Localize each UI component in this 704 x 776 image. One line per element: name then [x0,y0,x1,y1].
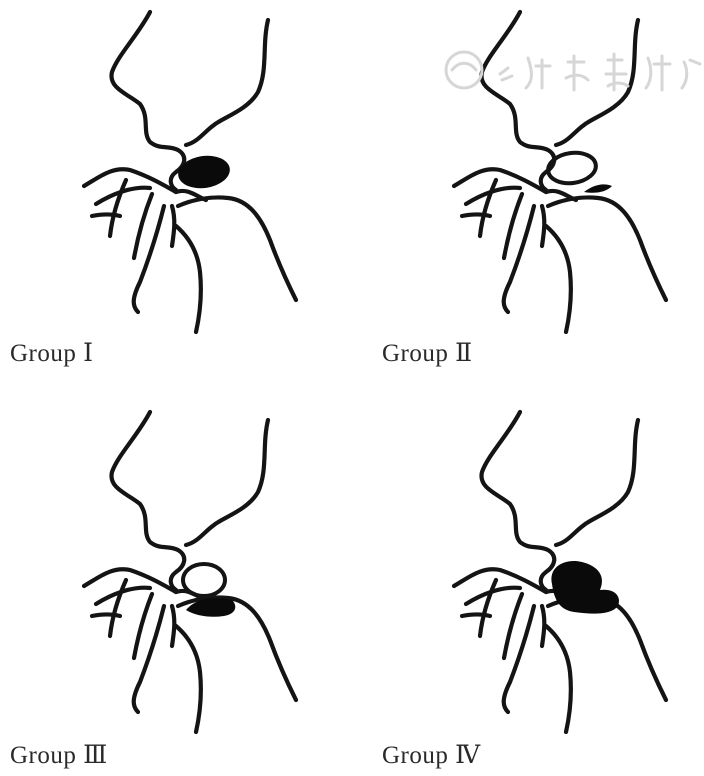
small-dark-wedge [584,184,612,192]
group-label-2: Group Ⅱ [382,338,473,368]
group-label-1: Group Ⅰ [10,338,94,368]
large-dark-mass [551,561,619,614]
group-label-3: Group Ⅲ [10,740,108,770]
panel-group-3 [84,412,296,732]
panel-group-1 [84,12,296,332]
panel-group-4 [454,412,666,732]
hollow-oval-mark [183,564,225,596]
watermark-logo [440,40,704,110]
group-label-4: Group Ⅳ [382,740,481,770]
